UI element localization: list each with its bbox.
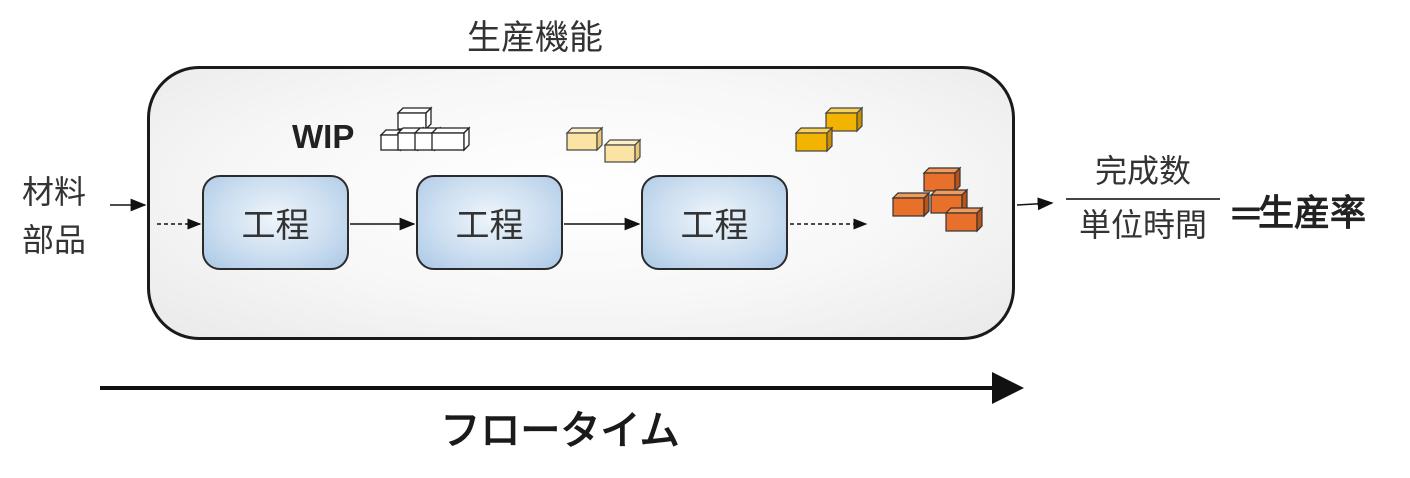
wip-label: WIP (292, 118, 355, 155)
input-label-parts: 部品 (22, 221, 87, 259)
wip-boxes-icon (379, 106, 471, 152)
input-label-materials: 材料 (22, 173, 87, 211)
flow-time-label: フロータイム (440, 408, 680, 454)
fraction-numerator: 完成数 (1094, 152, 1191, 190)
process-step-3: 工程 (641, 175, 788, 270)
input-label: 材料 部品 (22, 168, 102, 264)
finished-boxes-icon (794, 106, 864, 153)
output-boxes-icon (891, 166, 984, 233)
production-rate-label: 生産率 (1258, 193, 1367, 234)
production-rate-fraction: 完成数 単位時間 (1062, 150, 1224, 246)
fraction-bar (1066, 198, 1220, 200)
fraction-denominator: 単位時間 (1078, 206, 1207, 244)
process-step-1: 工程 (202, 175, 349, 270)
intermediate-boxes-icon (565, 126, 642, 164)
diagram-title: 生産機能 (467, 18, 603, 58)
equals-sign: ＝ (1228, 195, 1265, 236)
process-step-2: 工程 (416, 175, 563, 270)
output-arrow (1016, 197, 1054, 211)
